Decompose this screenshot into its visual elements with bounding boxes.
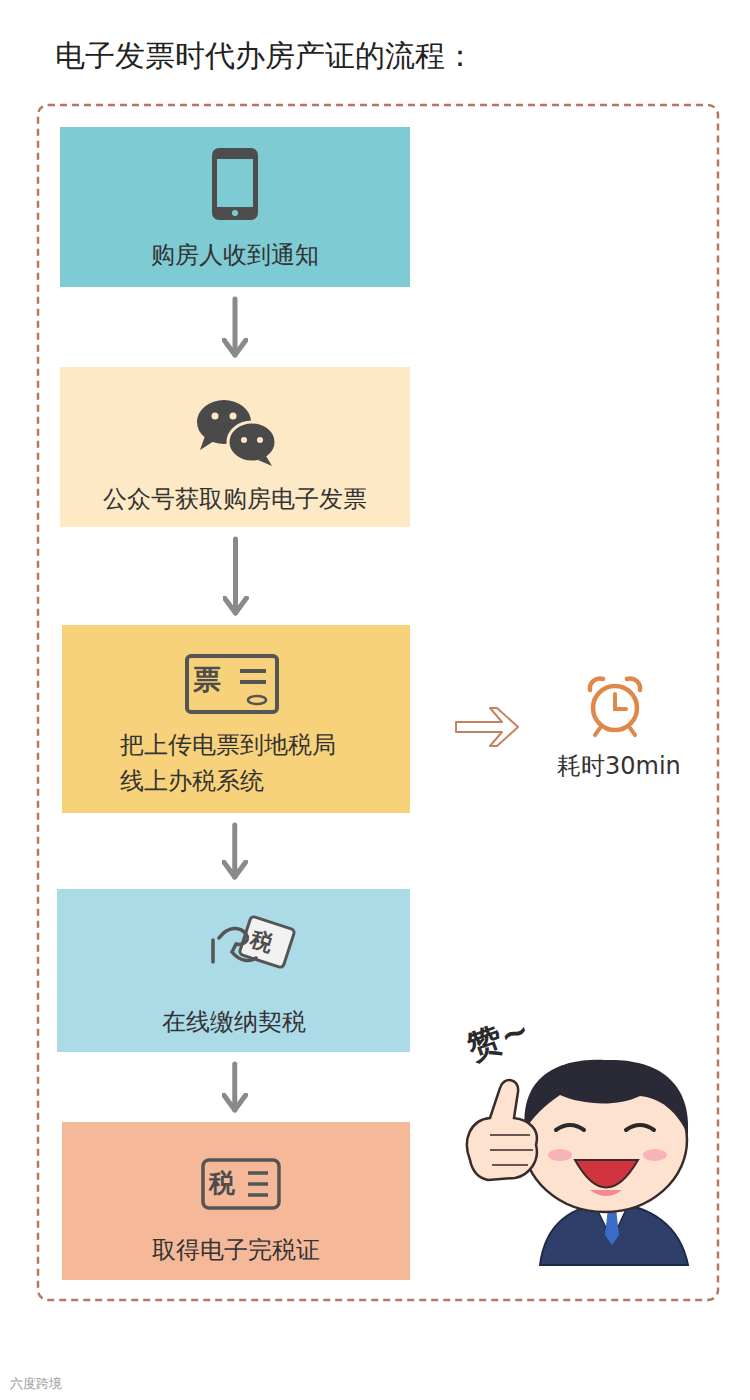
- clock-face: [593, 686, 637, 730]
- watermark: 六度跨境: [10, 1376, 62, 1392]
- mouth: [575, 1160, 638, 1188]
- step-text: 取得电子完税证: [152, 1232, 320, 1268]
- dashed-frame: [38, 105, 718, 1300]
- thumb-hand: [467, 1080, 537, 1180]
- icon-glyph: 票: [193, 663, 221, 697]
- flow-arrow: [233, 539, 238, 613]
- clock-leg: [595, 728, 600, 735]
- hollow-arrow: [456, 708, 518, 746]
- blush: [643, 1149, 667, 1161]
- process-box: 取得电子完税证: [62, 1122, 410, 1280]
- clock-leg: [630, 728, 635, 735]
- step-text: 在线缴纳契税: [162, 1004, 306, 1040]
- process-box: 公众号获取购房电子发票: [60, 367, 410, 527]
- tie: [605, 1208, 619, 1245]
- process-box: 在线缴纳契税: [57, 889, 410, 1052]
- clock-icon: [590, 679, 640, 735]
- shirt: [595, 1205, 628, 1240]
- flow-arrow: [232, 825, 237, 877]
- head: [523, 1068, 687, 1212]
- eye: [556, 1125, 584, 1130]
- clock-bell: [627, 679, 640, 690]
- blush: [548, 1149, 572, 1161]
- step-text: 购房人收到通知: [151, 237, 319, 273]
- cartoon-man: [467, 1060, 688, 1265]
- tongue: [590, 1190, 622, 1196]
- hair: [525, 1060, 689, 1135]
- eye: [626, 1125, 654, 1130]
- icon-glyph: 税: [209, 1168, 235, 1199]
- finger-lines: [490, 1135, 533, 1165]
- praise-text: 赞~: [462, 1009, 535, 1069]
- flow-arrow: [232, 1064, 237, 1110]
- process-box: 购房人收到通知: [60, 127, 410, 287]
- hollow-arrow-outline: [456, 708, 518, 746]
- step-text: 公众号获取购房电子发票: [103, 481, 367, 517]
- suit: [540, 1203, 688, 1265]
- time-note: 耗时30min: [557, 752, 681, 781]
- process-box: 把上传电票到地税局 线上办税系统: [62, 625, 410, 813]
- diagram-title: 电子发票时代办房产证的流程：: [55, 36, 475, 76]
- clock-hands: [615, 694, 626, 709]
- flow-arrow: [233, 299, 238, 355]
- clock-bell: [590, 679, 603, 690]
- step-text: 把上传电票到地税局 线上办税系统: [120, 727, 352, 799]
